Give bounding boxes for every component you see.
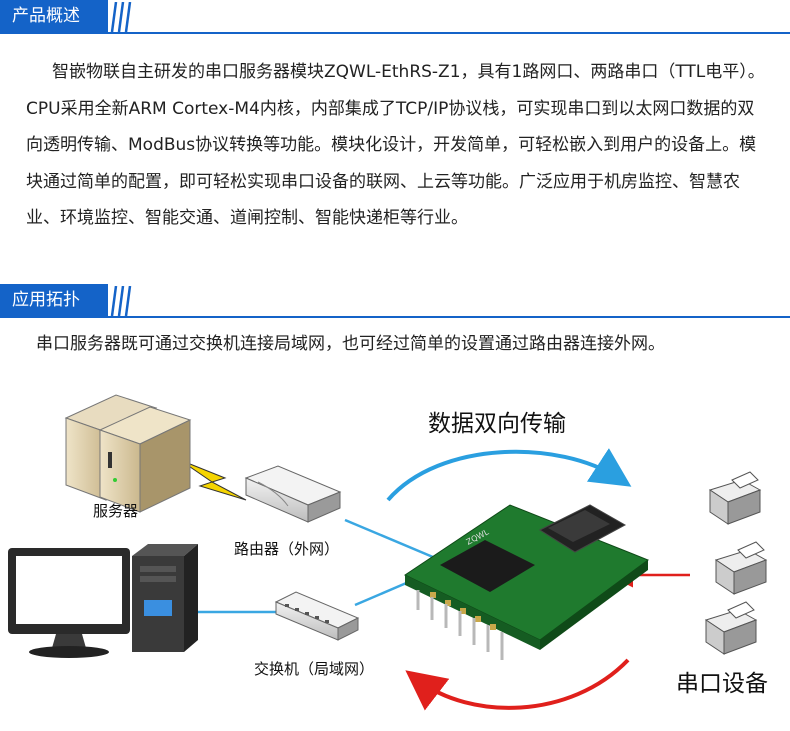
transfer-arrow-top-icon: [386, 448, 632, 502]
network-links: [185, 518, 441, 614]
section-title: 产品概述: [0, 0, 108, 32]
section-header-topology: 应用拓扑: [0, 284, 790, 318]
header-underline: [0, 32, 790, 34]
serial-module-pcb: ZQWL: [403, 504, 650, 660]
switch-label: 交换机（局域网）: [254, 660, 375, 678]
serial-devices-label: 串口设备: [676, 671, 768, 697]
header-stripes-icon: [110, 2, 132, 32]
wireless-bolt-icon: [179, 459, 247, 501]
section-header-overview: 产品概述: [0, 0, 790, 34]
server-icon: [64, 394, 192, 513]
transfer-arrow-bottom-icon: [405, 658, 630, 711]
topology-intro: 串口服务器既可通过交换机连接局域网，也可经过简单的设置通过路由器连接外网。: [36, 334, 665, 354]
link-router-module: [344, 518, 441, 562]
printer-icon: [704, 601, 758, 655]
switch-icon: [274, 591, 360, 641]
router-icon: [244, 465, 342, 523]
computer-icon: [8, 544, 198, 658]
overview-paragraph: 智嵌物联自主研发的串口服务器模块ZQWL-EthRS-Z1，具有1路网口、两路串…: [26, 54, 766, 237]
router-label: 路由器（外网）: [234, 540, 340, 558]
header-stripes-icon: [110, 286, 132, 316]
header-underline: [0, 316, 790, 318]
overview-text: 智嵌物联自主研发的串口服务器模块ZQWL-EthRS-Z1，具有1路网口、两路串…: [26, 62, 765, 228]
printer-icon: [708, 471, 762, 525]
section-title: 应用拓扑: [0, 284, 108, 316]
printer-icon: [714, 541, 768, 595]
server-label: 服务器: [93, 502, 139, 520]
transfer-label: 数据双向传输: [428, 411, 566, 437]
